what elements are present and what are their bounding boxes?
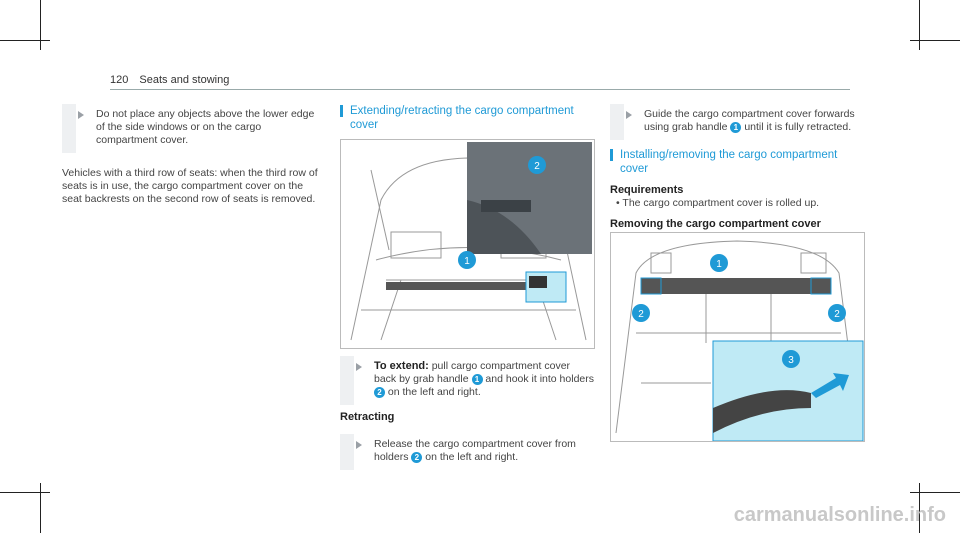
badge-2: 2 [411,451,423,463]
crop-mark [40,0,41,50]
crop-mark [910,492,960,493]
tip-box: Guide the cargo compartment cover forwar… [610,104,865,140]
arrow-icon [811,373,849,398]
watermark: carmanualsonline.info [733,504,946,526]
crop-mark [919,483,920,533]
crop-mark [40,483,41,533]
section-heading: Extending/retracting the cargo compartme… [340,104,595,132]
middle-column: Extending/retracting the cargo compartme… [340,104,595,132]
crop-mark [0,492,50,493]
cargo-cover-shape [641,278,831,294]
extend-label: To extend: [374,360,429,372]
crop-mark [0,40,50,41]
retracting-heading: Retracting [340,411,395,423]
badge-2: 2 [638,309,644,320]
badge-1: 1 [464,256,470,267]
cargo-removal-illustration: 1 2 2 3 [615,240,864,441]
tip-text: Do not place any objects above the lower… [96,108,315,146]
arrow-icon [356,441,362,449]
badge-2: 2 [834,309,840,320]
figure-remove-cover: 1 2 2 3 [610,232,865,442]
tip-box: Do not place any objects above the lower… [62,104,324,153]
arrow-icon [626,111,632,119]
badge-1: 1 [730,121,742,133]
removing-heading: Removing the cargo compartment cover [610,218,821,230]
crop-mark [919,0,920,50]
arrow-icon [78,111,84,119]
badge-3: 3 [788,355,794,366]
right-column: Guide the cargo compartment cover forwar… [610,104,865,231]
middle-steps: To extend: pull cargo compartment cover … [340,356,595,470]
arrow-icon [356,363,362,371]
cargo-cover-illustration: 2 1 [350,142,592,341]
badge-1: 1 [471,373,483,385]
left-column: Do not place any objects above the lower… [62,104,324,206]
tip-box: To extend: pull cargo compartment cover … [340,356,595,405]
badge-2: 2 [374,386,385,398]
page-number: 120 [110,74,129,86]
section-heading: Installing/removing the cargo compartmen… [610,148,865,176]
crop-mark [910,40,960,41]
requirements-heading: Requirements [610,184,684,196]
badge-1: 1 [716,259,722,270]
badge-2: 2 [534,161,540,172]
figure-extend-cover: 2 1 [340,139,595,349]
body-paragraph: Vehicles with a third row of seats: when… [62,167,318,205]
section-title: Seats and stowing [139,74,230,86]
requirement-item: • The cargo compartment cover is rolled … [616,197,820,209]
tip-box: Release the cargo compartment cover from… [340,434,595,470]
header-rule [110,89,850,90]
cargo-cover-shape [386,282,551,290]
page-header: 120 Seats and stowing [110,74,229,86]
